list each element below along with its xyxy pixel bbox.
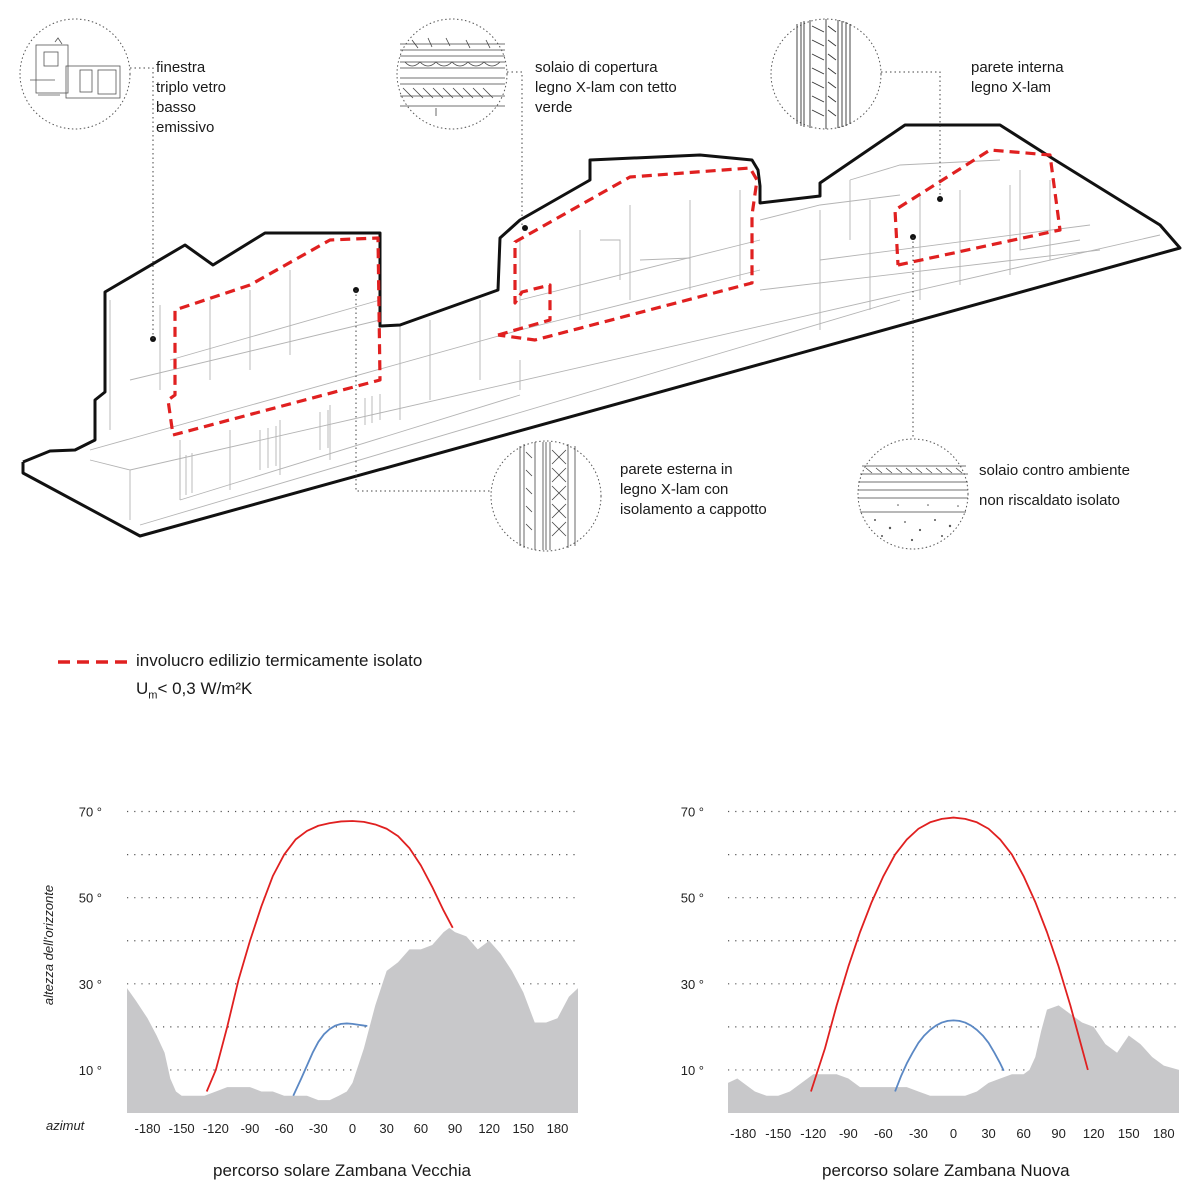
x-tick-label: -150 — [169, 1121, 195, 1136]
summer-sun-path — [810, 816, 1089, 1092]
x-tick-label: -90 — [241, 1121, 260, 1136]
sun-path-chart-zambana-nuova: 10 ° 30 ° 50 ° 70 ° -180 -150 -120 -90 -60 -30 0 30… — [681, 805, 1179, 1141]
label-exterior-wall: parete esterna in legno X-lam con isolam… — [620, 461, 767, 518]
leader-lines — [130, 67, 941, 492]
x-tick-label: -180 — [730, 1126, 756, 1141]
x-tick-label: -120 — [800, 1126, 826, 1141]
building-axonometric — [19, 18, 1182, 552]
x-tick-label: 180 — [547, 1121, 569, 1136]
y-tick-label: 30 ° — [681, 977, 704, 992]
x-tick-label: 0 — [950, 1126, 957, 1141]
label-interior-wall: parete interna legno X-lam — [971, 59, 1064, 96]
chart-caption-vecchia: percorso solare Zambana Vecchia — [213, 1161, 471, 1180]
summer-sun-path — [205, 820, 454, 1092]
detail-circle-floor — [857, 438, 969, 550]
winter-sun-path — [292, 1022, 368, 1097]
x-tick-label: 120 — [1083, 1126, 1105, 1141]
x-tick-label: 150 — [512, 1121, 534, 1136]
thermal-envelope — [166, 148, 1062, 437]
x-tick-label: -180 — [134, 1121, 160, 1136]
x-tick-label: 60 — [1016, 1126, 1030, 1141]
detail-circle-window — [19, 18, 131, 130]
detail-circle-roof — [396, 18, 508, 130]
building-construction-lines — [89, 159, 1161, 526]
u-value-text: < 0,3 W/m²K — [157, 679, 253, 698]
x-tick-label: 90 — [448, 1121, 462, 1136]
label-window: finestra triplo vetro basso emissivo — [156, 59, 227, 136]
x-tick-label: 30 — [379, 1121, 393, 1136]
label-floor-slab-line1: solaio contro ambiente — [979, 462, 1130, 479]
legend-u-value: Um< 0,3 W/m²K — [136, 678, 252, 706]
x-tick-label: -60 — [874, 1126, 893, 1141]
y-tick-label: 70 ° — [681, 805, 704, 820]
y-axis-label: altezza dell'orizzonte — [41, 885, 56, 1005]
legend-envelope-label: involucro edilizio termicamente isolato — [136, 651, 423, 670]
detail-circle-interior-wall — [770, 18, 882, 130]
chart-caption-nuova: percorso solare Zambana Nuova — [822, 1161, 1070, 1180]
label-roof-slab: solaio di copertura legno X-lam con tett… — [535, 59, 677, 116]
x-tick-label: 180 — [1153, 1126, 1175, 1141]
x-tick-label: -90 — [839, 1126, 858, 1141]
x-tick-label: -30 — [909, 1126, 928, 1141]
x-tick-label: 150 — [1118, 1126, 1140, 1141]
x-tick-label: 0 — [349, 1121, 356, 1136]
sun-path-chart-zambana-vecchia: 10 ° 30 ° 50 ° 70 ° -180 -150 -120 -90 -60 -30 0 30… — [41, 805, 578, 1136]
y-tick-label: 10 ° — [79, 1063, 102, 1078]
horizon-profile — [127, 927, 578, 1113]
x-tick-label: -120 — [203, 1121, 229, 1136]
x-axis-label: azimut — [46, 1118, 86, 1133]
x-tick-label: 30 — [981, 1126, 995, 1141]
x-tick-label: 60 — [414, 1121, 428, 1136]
x-tick-label: 90 — [1051, 1126, 1065, 1141]
x-tick-label: -150 — [765, 1126, 791, 1141]
x-tick-label: -30 — [309, 1121, 328, 1136]
winter-sun-path — [894, 1019, 1005, 1092]
x-tick-label: -60 — [275, 1121, 294, 1136]
detail-circle-exterior-wall — [490, 440, 602, 552]
y-tick-label: 10 ° — [681, 1063, 704, 1078]
building-outline — [21, 123, 1182, 538]
u-symbol: U — [136, 679, 149, 698]
u-subscript: m — [148, 689, 158, 702]
y-tick-label: 50 ° — [79, 891, 102, 906]
x-tick-label: 120 — [478, 1121, 500, 1136]
label-floor-slab-line2: non riscaldato isolato — [979, 492, 1120, 509]
y-tick-label: 50 ° — [681, 891, 704, 906]
y-tick-label: 70 ° — [79, 805, 102, 820]
horizon-profile — [728, 1005, 1179, 1113]
y-tick-label: 30 ° — [79, 977, 102, 992]
